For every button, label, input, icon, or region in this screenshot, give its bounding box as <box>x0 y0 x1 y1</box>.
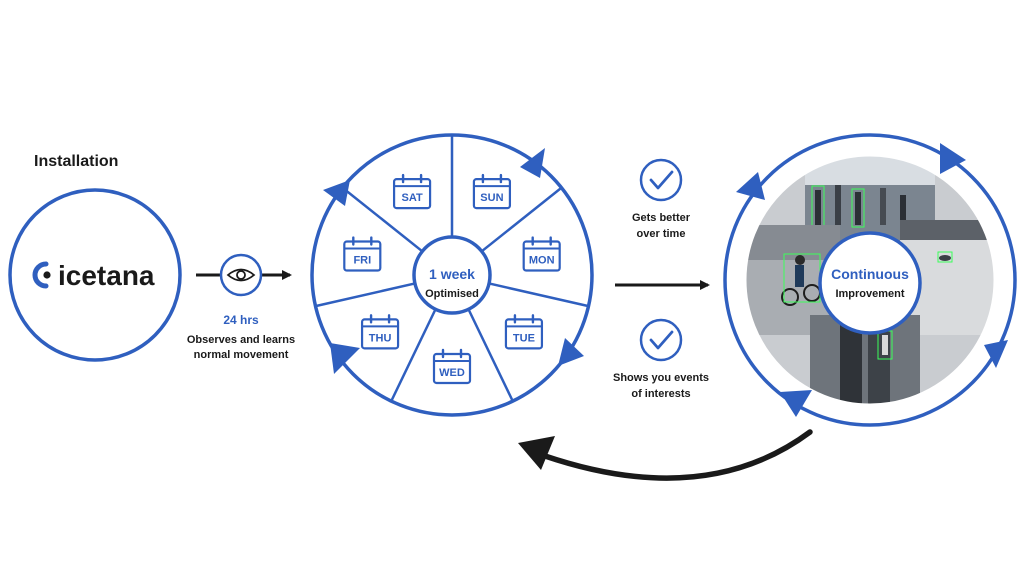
calendar-icon: THU <box>360 314 400 350</box>
week-center-line1: 1 week <box>429 266 475 282</box>
observe-duration: 24 hrs <box>223 313 259 327</box>
calendar-icon: SUN <box>472 173 512 210</box>
check-circle-icon <box>639 158 683 202</box>
week-center-line2: Optimised <box>425 288 479 300</box>
feedback-loop-arrow <box>542 429 813 481</box>
calendar-icon: TUE <box>504 314 544 350</box>
observe-caption-line1: Observes and learns <box>187 334 295 346</box>
check-circle-icon <box>639 318 683 362</box>
day-label: SAT <box>401 192 422 204</box>
benefit-1-line2: over time <box>637 228 686 240</box>
observe-caption-line2: normal movement <box>194 349 289 361</box>
wheel-spoke <box>315 282 416 308</box>
wheel-spoke <box>480 186 563 253</box>
week-wheel-spokes <box>315 135 589 402</box>
wheel-spoke <box>390 308 437 402</box>
installation-circle <box>8 188 182 362</box>
photo-collage-border <box>743 153 997 407</box>
calendar-icon: MON <box>522 236 561 272</box>
week-rotation-arrowheads <box>323 148 584 374</box>
wheel-spoke <box>467 308 514 402</box>
benefit-1: Gets better over time <box>632 158 691 240</box>
installation-heading: Installation <box>34 153 118 170</box>
benefit-2-line2: of interests <box>631 388 690 400</box>
improvement-center-line2: Improvement <box>835 288 904 300</box>
improvement-outer-ring <box>723 133 1017 427</box>
day-label: MON <box>529 255 555 267</box>
calendar-icon: WED <box>432 348 472 385</box>
day-label: FRI <box>353 255 371 267</box>
feedback-loop-arrowhead <box>518 436 555 470</box>
icetana-logo-icon <box>32 261 51 289</box>
wheel-spoke <box>341 186 424 253</box>
benefit-2-line1: Shows you events <box>613 372 709 384</box>
day-label: WED <box>439 367 465 379</box>
calendar-icon: FRI <box>343 236 382 272</box>
improvement-rotation-arrowheads <box>736 143 1008 417</box>
day-label: SUN <box>480 192 503 204</box>
icetana-logo-text: icetana <box>58 260 155 291</box>
improvement-hub <box>818 231 922 335</box>
day-label: THU <box>369 332 392 344</box>
week-wheel-days: SUN MON TUE WED THU FRI SAT <box>343 173 561 385</box>
week-wheel-hub <box>412 235 492 315</box>
benefit-1-line1: Gets better <box>632 212 691 224</box>
day-label: TUE <box>513 332 535 344</box>
benefit-2: Shows you events of interests <box>613 318 709 400</box>
calendar-icon: SAT <box>392 173 432 210</box>
eye-icon <box>219 253 263 297</box>
improvement-center-line1: Continuous <box>831 266 909 282</box>
wheel-spoke <box>488 282 589 308</box>
